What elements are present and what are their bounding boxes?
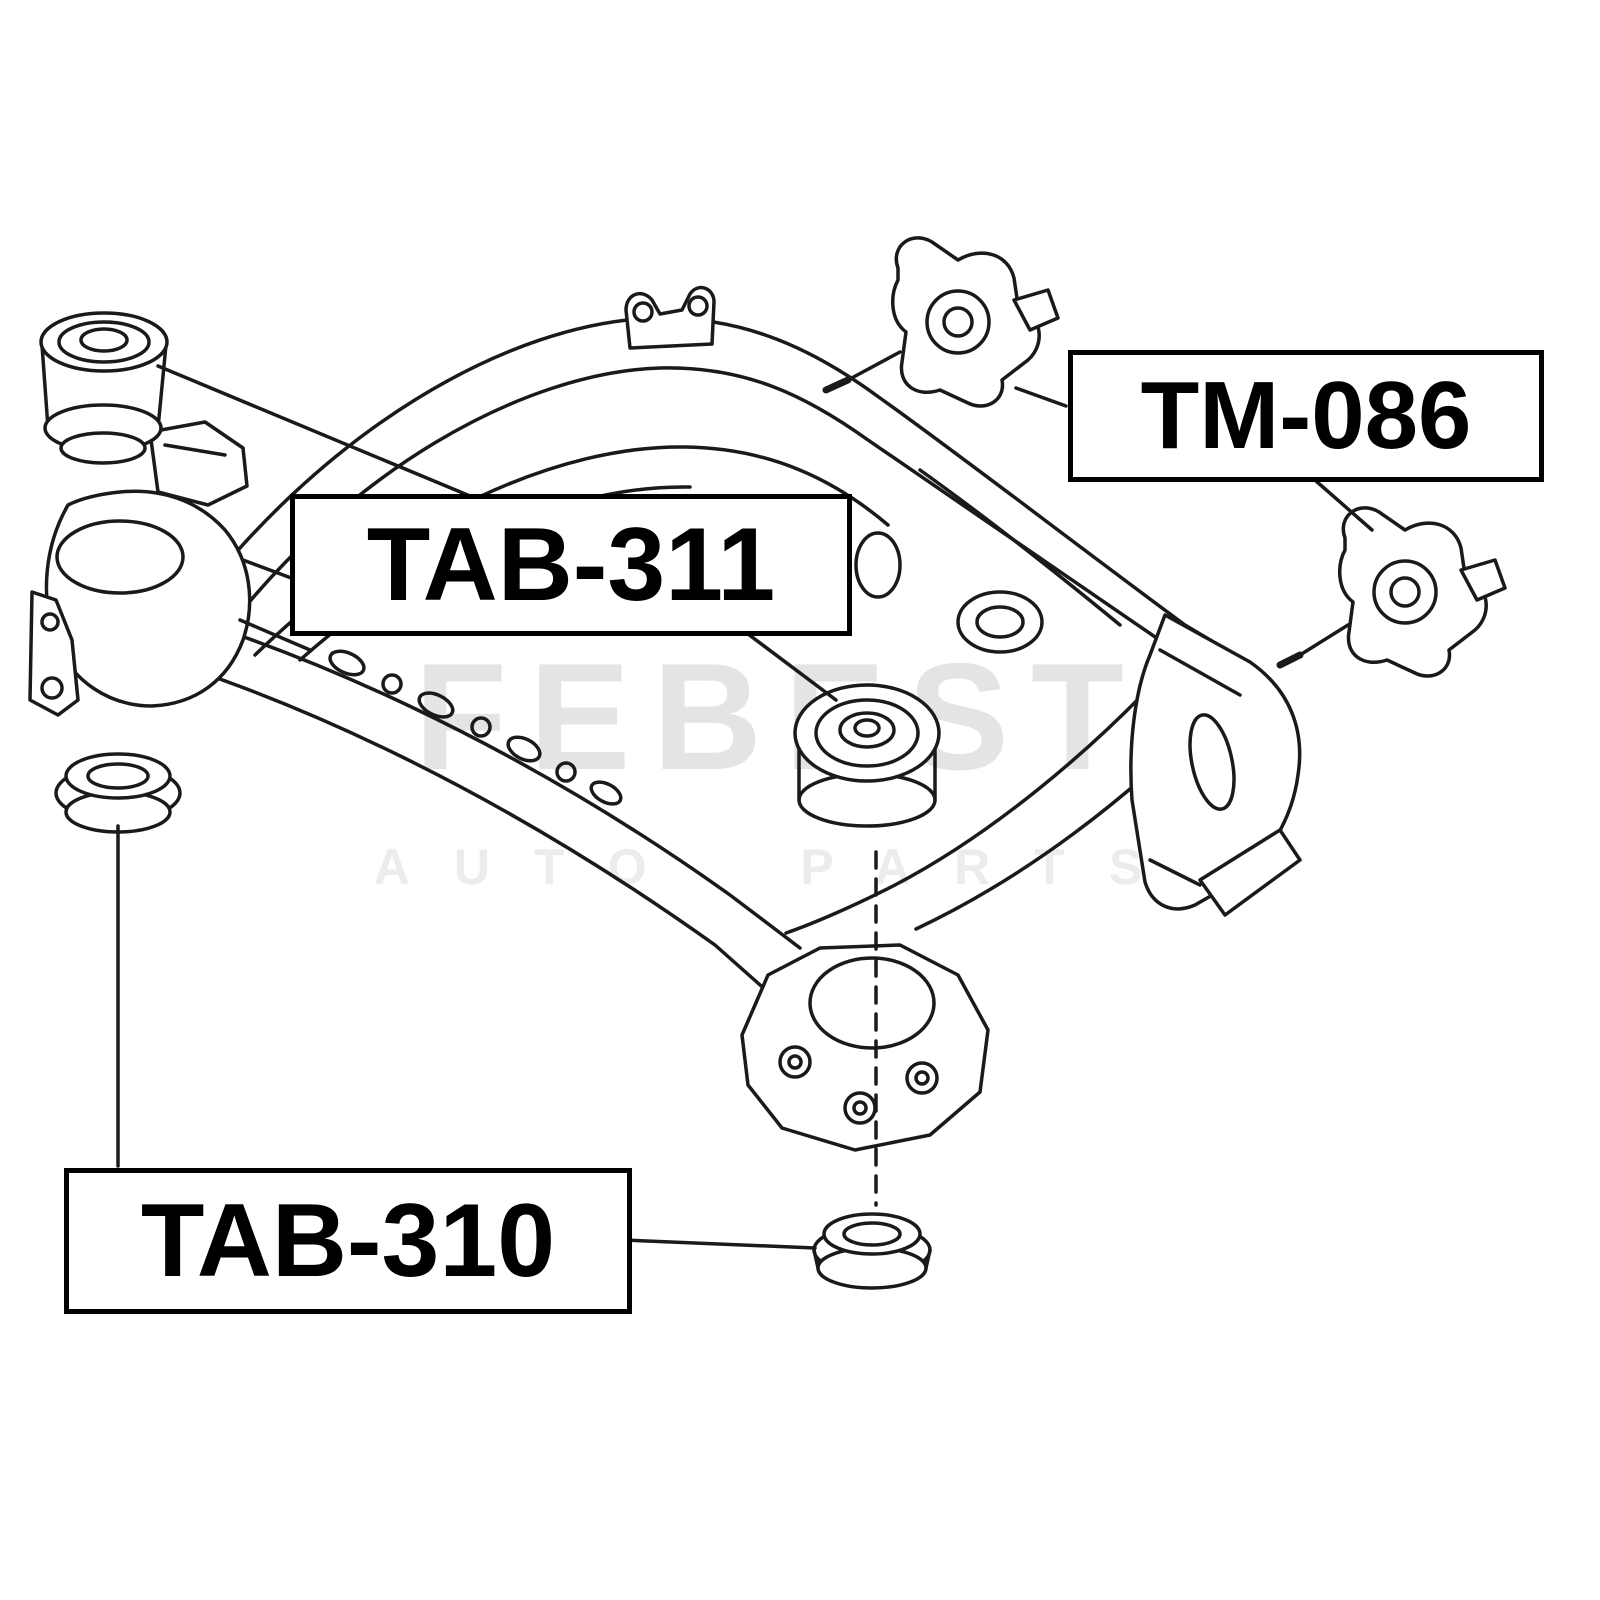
top-mount-drawing: [822, 236, 1060, 408]
right-mount-drawing: [1276, 506, 1507, 678]
center-bushing-drawing: [793, 683, 941, 828]
crossmember-frame-drawing: [100, 285, 1239, 994]
left-bushing-drawing: [54, 752, 182, 834]
leader-lines: [116, 364, 1374, 1250]
part-number-text-tab-310: TAB-310: [140, 1183, 556, 1299]
front-left-bushing-drawing: [39, 311, 169, 465]
watermark-febest: FEBEST: [414, 632, 1146, 802]
bottom-bushing-drawing: [812, 1212, 932, 1290]
part-label-tm-086: TM-086: [1068, 350, 1544, 482]
part-label-tab-311: TAB-311: [290, 494, 852, 636]
part-number-text-tab-311: TAB-311: [366, 507, 776, 623]
rear-right-bracket-drawing: [1129, 613, 1302, 917]
lower-arm-drawing: [740, 943, 990, 1152]
left-mount-bracket-drawing: [28, 420, 312, 717]
watermark-autoparts: AUTO PARTS: [373, 839, 1187, 895]
part-label-tab-310: TAB-310: [64, 1168, 632, 1314]
part-number-text-tm-086: TM-086: [1140, 362, 1472, 469]
